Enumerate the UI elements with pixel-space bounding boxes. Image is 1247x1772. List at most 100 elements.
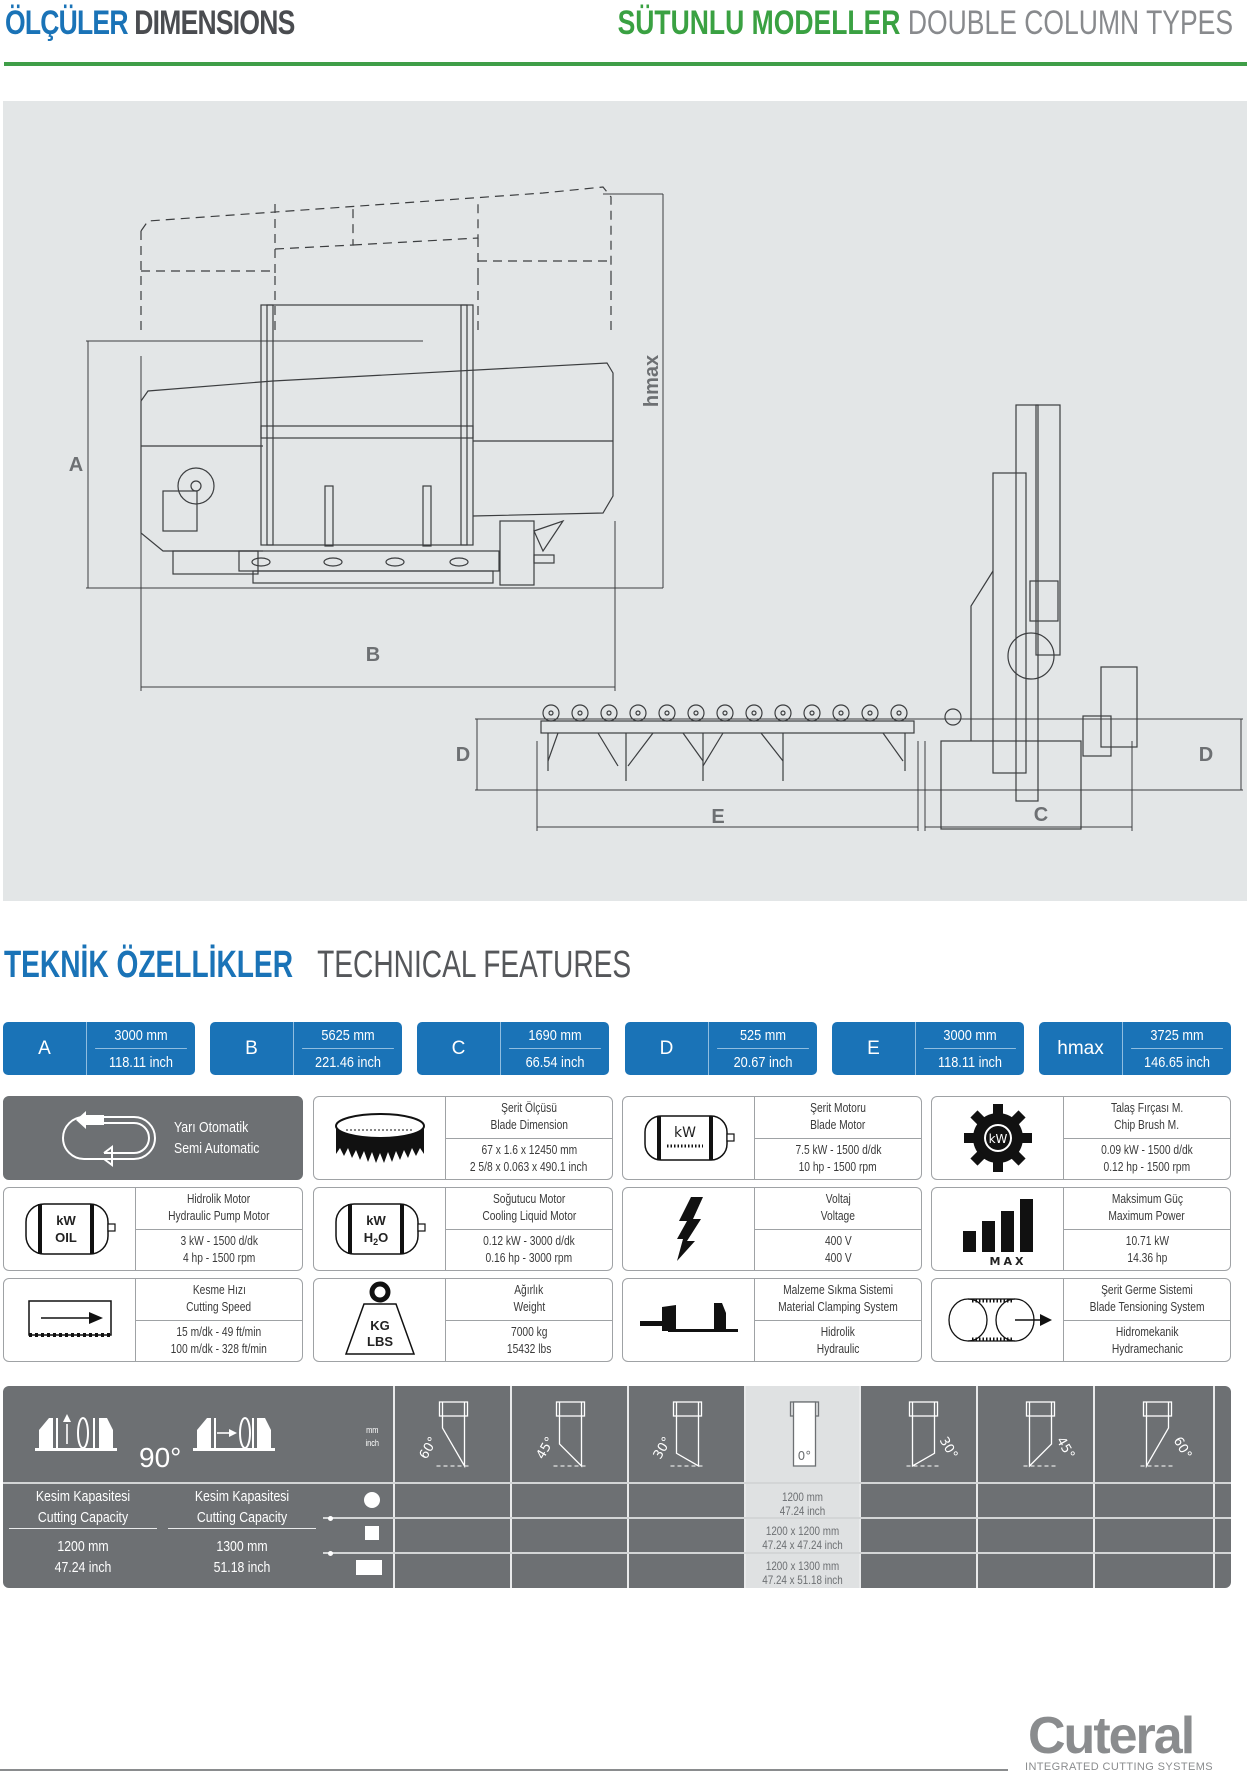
dimension-lines-front: [86, 193, 664, 691]
cooling-motor-kw: 0.12 kW - 3000 d/dk: [483, 1233, 575, 1248]
card-chip-brush: kW Talaş Fırçası M.Chip Brush M. 0.09 kW…: [931, 1096, 1231, 1180]
dimension-inch: 118.11 inch: [108, 1053, 174, 1071]
chip-brush-hp: 0.12 hp - 1500 rpm: [1103, 1159, 1191, 1174]
voltage-value-1: 400 V: [824, 1233, 852, 1248]
dimension-key: E: [832, 1022, 916, 1075]
dim-label-b: B: [366, 644, 380, 666]
cutting-speed-max: 100 m/dk - 328 ft/min: [170, 1341, 268, 1356]
unit-mm: mm: [366, 1425, 379, 1435]
dim-label-d-right: D: [1199, 744, 1213, 766]
zero-round-result: 1200 mm 47.24 inch: [746, 1490, 859, 1518]
header-divider: [4, 62, 1247, 66]
max-power-label-tr: Maksimum Güç: [1111, 1192, 1183, 1207]
roller: [687, 704, 705, 722]
technical-features-title-en: TECHNICAL FEATURES: [317, 944, 632, 986]
mode-label-tr: Yarı Otomatik: [174, 1119, 249, 1136]
dim-label-a: A: [69, 454, 83, 476]
page-header: ÖLÇÜLER DIMENSIONS SÜTUNLU MODELLER DOUB…: [0, 0, 1247, 68]
dimension-drawing: A B C D D E hmax: [3, 101, 1247, 901]
machine-drawing-svg: A B C D D E hmax: [69, 186, 1243, 831]
svg-text:30°: 30°: [651, 1435, 676, 1462]
blade-motor-icon: kW: [643, 1115, 735, 1161]
hydraulic-icon-oil: OIL: [55, 1230, 77, 1245]
cooling-motor-label-tr: Soğutucu Motor: [492, 1192, 566, 1207]
tensioning-label-en: Blade Tensioning System: [1089, 1300, 1205, 1315]
roller: [716, 704, 734, 722]
chip-brush-kw: 0.09 kW - 1500 d/dk: [1101, 1142, 1193, 1157]
weight-icon: KG LBS: [344, 1281, 415, 1355]
miter-angle-left-45: 45°: [534, 1401, 586, 1468]
cooling-motor-hp: 0.16 hp - 3000 rpm: [485, 1250, 573, 1265]
dimension-mm: 3000 mm: [924, 1022, 1016, 1049]
capacity-col2-label-en: Cutting Capacity: [196, 1509, 288, 1526]
svg-text:45°: 45°: [1053, 1435, 1078, 1462]
unit-legend: mm inch: [364, 1424, 381, 1450]
miter-angle-right-60: 60°: [1140, 1401, 1195, 1469]
model-type-title-tr: SÜTUNLU MODELLER: [617, 4, 901, 42]
weight-kg: 7000 kg: [510, 1324, 548, 1339]
voltage-label-en: Voltage: [820, 1209, 856, 1224]
model-type-title-en: DOUBLE COLUMN TYPES: [907, 4, 1233, 42]
hydraulic-motor-label-en: Hydraulic Pump Motor: [168, 1209, 270, 1224]
roller: [890, 704, 908, 722]
col1-divider: [9, 1528, 157, 1529]
svg-text:30°: 30°: [936, 1435, 961, 1462]
blade-motor-label-en: Blade Motor: [810, 1118, 866, 1133]
roller: [600, 704, 618, 722]
dimension-mm: 3725 mm: [1131, 1022, 1223, 1049]
dimension-mm: 525 mm: [717, 1022, 809, 1049]
zero-square-inch: 47.24 x 47.24 inch: [762, 1538, 843, 1552]
miter-angle-right-30: 30°: [906, 1401, 961, 1468]
max-power-label-en: Maximum Power: [1108, 1209, 1186, 1224]
blade-dimension-label-en: Blade Dimension: [490, 1118, 568, 1133]
dimension-mm: 1690 mm: [509, 1022, 601, 1049]
capacity-col1-mm: 1200 mm: [57, 1538, 109, 1555]
dimension-mm: 3000 mm: [95, 1022, 187, 1049]
capacity-col1-value: 1200 mm 47.24 inch: [9, 1536, 157, 1578]
dimension-box-e: E 3000 mm 118.11 inch: [832, 1022, 1024, 1075]
chip-brush-label-tr: Talaş Fırçası M.: [1110, 1101, 1184, 1116]
roller: [832, 704, 850, 722]
dim-label-e: E: [711, 806, 724, 828]
svg-text:60°: 60°: [417, 1435, 442, 1462]
lightning-icon: [676, 1197, 703, 1261]
dimension-inch: 118.11 inch: [937, 1053, 1003, 1071]
semi-automatic-cycle-icon: [62, 1111, 156, 1167]
hydraulic-motor-hp: 4 hp - 1500 rpm: [182, 1250, 256, 1265]
svg-text:60°: 60°: [1170, 1435, 1195, 1462]
cooling-motor-icon: kW H2O: [334, 1203, 426, 1255]
weight-label-en: Weight: [513, 1300, 545, 1315]
dimensions-title-en: DIMENSIONS: [134, 4, 295, 42]
dimension-mm: 5625 mm: [302, 1022, 394, 1049]
machine-side-view: [940, 404, 1138, 830]
voltage-label-tr: Voltaj: [825, 1192, 851, 1207]
brand-name: Cuteral: [1028, 1707, 1195, 1765]
dimension-key: D: [625, 1022, 709, 1075]
dim-label-hmax: hmax: [641, 355, 663, 407]
roller: [745, 704, 763, 722]
roller-set: [542, 704, 908, 722]
capacity-col2-value: 1300 mm 51.18 inch: [168, 1536, 316, 1578]
blade-dimension-inch: 2 5/8 x 0.063 x 490.1 inch: [470, 1159, 588, 1174]
clamping-label-tr: Malzeme Sıkma Sistemi: [783, 1283, 893, 1298]
col2-divider: [168, 1528, 316, 1529]
voltage-value-2: 400 V: [824, 1250, 852, 1265]
blade-motor-kw: 7.5 kW - 1500 d/dk: [794, 1142, 882, 1157]
dimension-lines-side: [475, 718, 1243, 831]
roller: [803, 704, 821, 722]
zero-round-inch: 47.24 inch: [779, 1504, 826, 1518]
weight-icon-kg: KG: [370, 1318, 390, 1333]
miter-angle-icons: 60° 45° 30° 0° 30° 45° 60°: [417, 1401, 1195, 1469]
tensioning-label-tr: Şerit Germe Sistemi: [1101, 1283, 1193, 1298]
raised-head-outline: [140, 186, 612, 336]
svg-text:0°: 0°: [798, 1449, 812, 1463]
miter-angle-0: 0°: [789, 1401, 820, 1467]
